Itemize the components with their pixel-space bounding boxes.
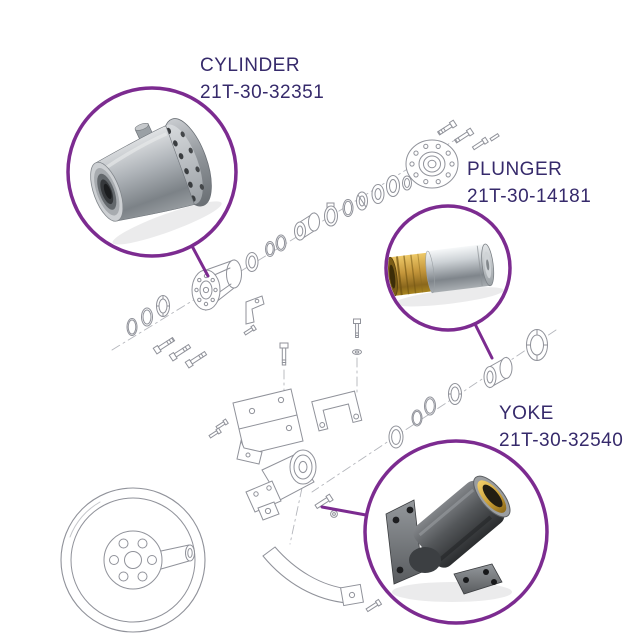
yoke-part-number: 21T-30-32540: [499, 430, 624, 451]
hub-flange-line-art: [405, 139, 459, 189]
cylinder-callout-label: CYLINDER 21T-30-32351: [200, 52, 324, 106]
mounting-plate-line-art: [232, 388, 304, 465]
plunger-part-name: PLUNGER: [467, 159, 563, 180]
cylinder-part-name: CYLINDER: [200, 55, 301, 76]
cylinder-line-art: [191, 259, 242, 312]
plunger-row-line-art: [388, 329, 548, 449]
cylinder-part-number: 21T-30-32351: [200, 82, 325, 103]
wheel-drum-line-art: [60, 487, 206, 633]
plunger-callout-label: PLUNGER 21T-30-14181: [467, 156, 591, 210]
cylinder-leader-line: [190, 244, 210, 278]
fastener-bolts-top: [436, 119, 500, 151]
exploded-view-line-art: [60, 119, 557, 633]
small-bracket: [208, 295, 265, 439]
yoke-part-name: YOKE: [499, 403, 554, 424]
fastener-bolts-vertical: [279, 318, 362, 366]
plunger-leader-line: [473, 322, 494, 360]
fastener-bolts-left: [152, 336, 208, 369]
plunger-photo: [388, 243, 504, 307]
yoke-photo: [385, 475, 512, 602]
yoke-callout-label: YOKE 21T-30-32540: [499, 400, 623, 454]
cylinder-photo: [90, 118, 222, 245]
bearing-rings-left: [126, 295, 170, 336]
plunger-part-number: 21T-30-14181: [467, 186, 592, 207]
yoke-leader-line: [320, 505, 368, 517]
yoke-arm-line-art: [262, 546, 383, 613]
u-bracket-line-art: [311, 390, 363, 432]
brake-assembly-line-art: [245, 449, 338, 521]
seal-ring-row: [245, 175, 412, 272]
